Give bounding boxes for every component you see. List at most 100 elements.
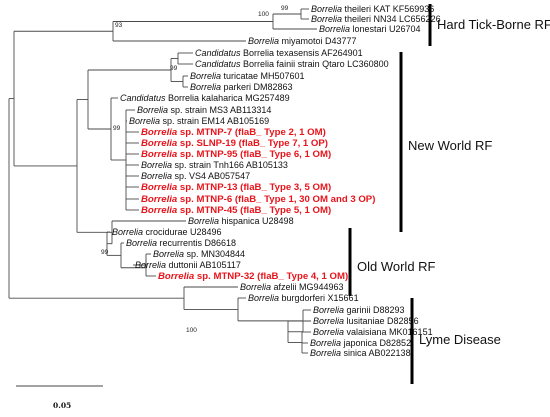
bootstrap-value: 100	[258, 11, 269, 18]
taxon-genus: Borrelia	[190, 82, 221, 92]
taxon-name: sp. strain MS3 AB113314	[168, 105, 271, 115]
taxon-genus: Borrelia	[126, 238, 157, 248]
taxon-genus: Borrelia	[141, 182, 178, 193]
bootstrap-value: 100	[186, 327, 197, 334]
taxon-label: Borrelia hispanica U28498	[188, 216, 294, 226]
taxon-genus: Borrelia	[141, 138, 178, 149]
taxon-name: parkeri DM82863	[221, 82, 293, 92]
taxon-label: Borrelia sp. MTNP-45 (flaB_ Type 5, 1 OM…	[141, 205, 331, 216]
taxon-genus: Borrelia	[188, 216, 219, 226]
group-label-new-world-rf: New World RF	[408, 138, 492, 153]
taxon-name: duttonii AB105117	[166, 260, 241, 270]
taxon-label: Borrelia recurrentis D86618	[126, 238, 236, 248]
taxon-name: Borrelia kalaharica MG257489	[166, 93, 290, 103]
taxon-name: hispanica U28498	[219, 216, 294, 226]
taxon-label: Candidatus Borrelia texasensis AF264901	[195, 48, 363, 58]
taxon-genus: Borrelia	[141, 160, 172, 170]
taxon-name: sp. MTNP-45 (flaB_ Type 5, 1 OM)	[177, 205, 331, 216]
taxon-genus: Borrelia	[311, 14, 342, 24]
taxon-name: theileri KAT KF569936	[342, 4, 434, 14]
taxon-genus: Borrelia	[310, 338, 341, 348]
taxon-label: Borrelia sp. strain EM14 AB105169	[129, 116, 269, 126]
taxon-genus: Borrelia	[158, 271, 195, 282]
taxon-name: sp. MTNP-6 (flaB_ Type 1, 30 OM and 3 OP…	[177, 194, 375, 205]
bootstrap-value: 99	[170, 65, 178, 72]
taxon-genus: Borrelia	[313, 316, 344, 326]
taxon-label: Borrelia sp. MTNP-7 (flaB_ Type 2, 1 OM)	[141, 127, 326, 138]
taxon-label: Borrelia sinica AB022138	[310, 348, 411, 358]
bootstrap-value: 99	[281, 5, 289, 12]
taxon-name: sp. strain Tnh166 AB105133	[172, 160, 288, 170]
taxon-label: Candidatus Borrelia kalaharica MG257489	[120, 93, 290, 103]
taxon-genus: Borrelia	[190, 71, 221, 81]
group-label-hard-tick-borne-rf: Hard Tick-Borne RF	[437, 17, 550, 32]
taxon-name: sp. VS4 AB057547	[172, 171, 250, 181]
taxon-name: crocidurae U28496	[143, 227, 222, 237]
taxon-genus: Borrelia	[248, 293, 279, 303]
taxon-name: sp. MN304844	[184, 249, 245, 259]
taxon-genus: Candidatus	[195, 48, 241, 58]
taxon-label: Borrelia afzelii MG944963	[240, 282, 344, 292]
taxon-genus: Borrelia	[141, 194, 178, 205]
taxon-label: Borrelia turicatae MH507601	[190, 71, 305, 81]
taxon-name: sp. MTNP-7 (flaB_ Type 2, 1 OM)	[177, 127, 326, 138]
taxon-name: japonica D82852	[341, 338, 411, 348]
taxon-name: sp. SLNP-19 (flaB_ Type 7, 1 OP)	[177, 138, 328, 149]
taxon-label: Borrelia sp. strain Tnh166 AB105133	[141, 160, 288, 170]
taxon-name: garinii D88293	[344, 305, 405, 315]
clade-labels: Hard Tick-Borne RF New World RF Old Worl…	[357, 17, 550, 347]
taxon-label: Borrelia valaisiana MK016151	[313, 327, 433, 337]
taxon-name: sp. MTNP-32 (flaB_ Type 4, 1 OM)	[194, 271, 348, 282]
taxon-label: Borrelia sp. strain MS3 AB113314	[137, 105, 271, 115]
taxon-genus: Borrelia	[129, 116, 160, 126]
taxon-name: turicatae MH507601	[221, 71, 305, 81]
taxon-genus: Borrelia	[313, 327, 344, 337]
taxon-genus: Borrelia	[311, 4, 342, 14]
scale-bar-label: 0.05	[53, 401, 71, 410]
taxon-genus: Borrelia	[141, 127, 178, 138]
taxon-label: Borrelia burgdorferi X15661	[248, 293, 359, 303]
taxon-name: sp. strain EM14 AB105169	[160, 116, 269, 126]
taxon-label: Borrelia sp. MTNP-13 (flaB_ Type 3, 5 OM…	[141, 182, 331, 193]
taxon-name: valaisiana MK016151	[344, 327, 433, 337]
bootstrap-value: 99	[113, 125, 121, 132]
taxon-name: miyamotoi D43777	[279, 36, 357, 46]
scale-bar: 0.05	[16, 385, 103, 410]
taxon-genus: Borrelia	[240, 282, 271, 292]
taxon-label: Borrelia miyamotoi D43777	[248, 36, 357, 46]
taxon-genus: Borrelia	[141, 149, 178, 160]
taxon-genus: Borrelia	[313, 305, 344, 315]
taxon-label: Borrelia sp. SLNP-19 (flaB_ Type 7, 1 OP…	[141, 138, 328, 149]
group-label-old-world-rf: Old World RF	[357, 259, 436, 274]
taxon-genus: Candidatus	[120, 93, 166, 103]
taxon-label: Borrelia sp. VS4 AB057547	[141, 171, 250, 181]
group-label-lyme-disease: Lyme Disease	[419, 332, 501, 347]
taxon-genus: Borrelia	[112, 227, 143, 237]
taxon-label: Borrelia theileri KAT KF569936	[311, 4, 434, 14]
taxon-label: Borrelia theileri NN34 LC656226	[311, 14, 441, 24]
taxon-name: theileri NN34 LC656226	[342, 14, 441, 24]
taxon-label: Borrelia duttonii AB105117	[135, 260, 241, 270]
taxon-label: Borrelia japonica D82852	[310, 338, 411, 348]
clade-brackets	[348, 4, 432, 384]
taxon-name: burgdorferi X15661	[279, 293, 359, 303]
taxon-name: sp. MTNP-13 (flaB_ Type 3, 5 OM)	[177, 182, 331, 193]
taxon-label: Borrelia sp. MTNP-32 (flaB_ Type 4, 1 OM…	[158, 271, 348, 282]
taxon-label: Borrelia lonestari U26704	[319, 24, 421, 34]
taxon-name: Borrelia texasensis AF264901	[241, 48, 363, 58]
taxon-label: Borrelia sp. MN304844	[153, 249, 245, 259]
taxon-name: sp. MTNP-95 (flaB_ Type 6, 1 OM)	[177, 149, 331, 160]
taxon-label: Borrelia parkeri DM82863	[190, 82, 293, 92]
taxon-label: Borrelia sp. MTNP-95 (flaB_ Type 6, 1 OM…	[141, 149, 331, 160]
taxon-label: Candidatus Borrelia fainii strain Qtaro …	[195, 59, 389, 69]
taxon-genus: Borrelia	[153, 249, 184, 259]
taxon-label: Borrelia crocidurae U28496	[112, 227, 222, 237]
tree-branches	[8, 8, 317, 354]
taxon-genus: Borrelia	[141, 205, 178, 216]
taxon-name: lusitaniae D82856	[344, 316, 419, 326]
bootstrap-value: 99	[101, 249, 109, 256]
bootstrap-value: 93	[115, 22, 123, 29]
taxon-label: Borrelia garinii D88293	[313, 305, 405, 315]
taxon-genus: Borrelia	[310, 348, 341, 358]
